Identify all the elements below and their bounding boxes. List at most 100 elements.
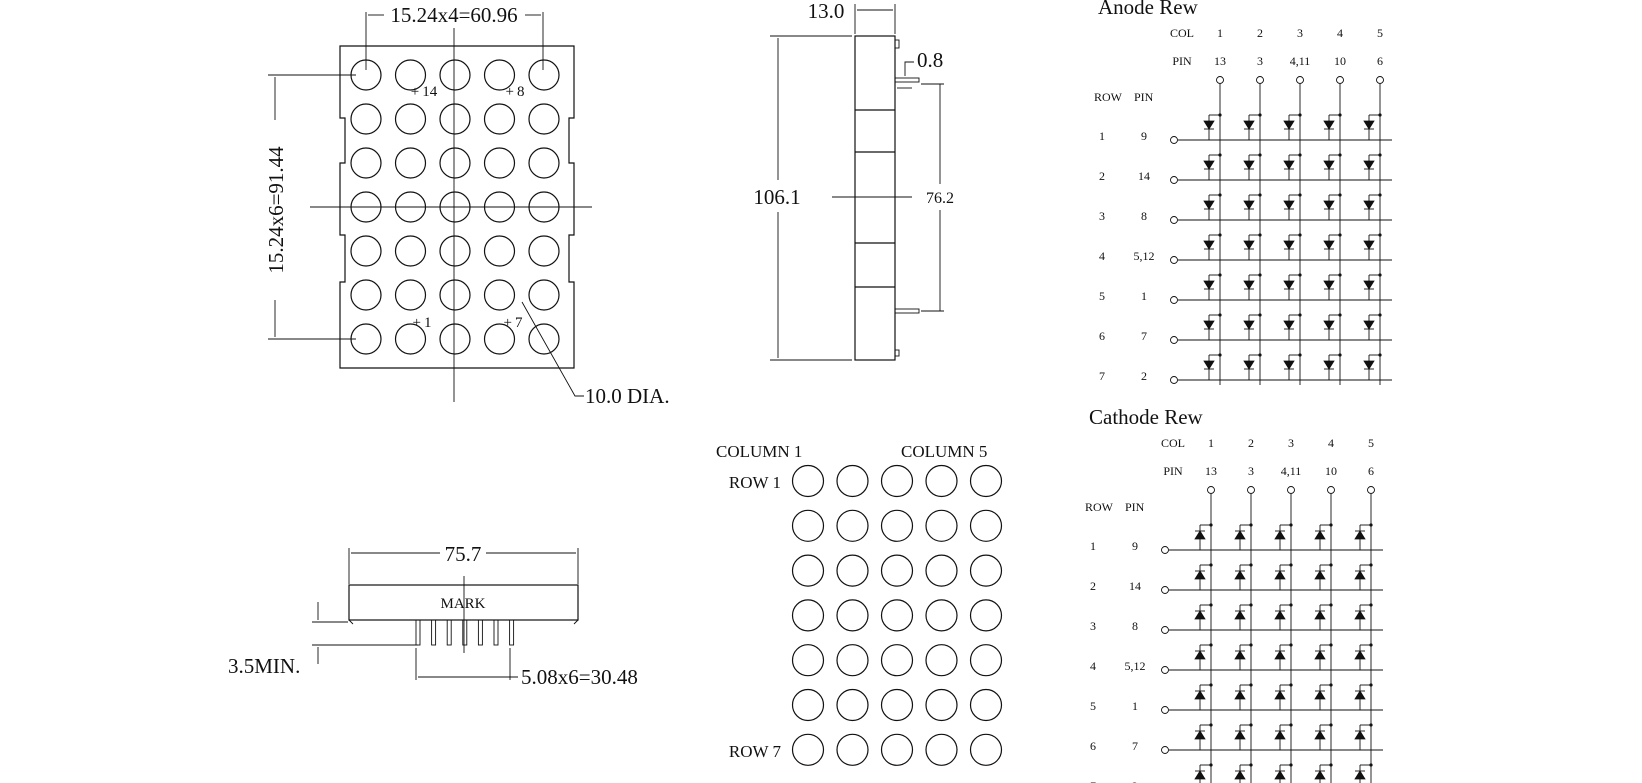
diode-symbol xyxy=(1363,280,1375,290)
junction-dot xyxy=(1289,723,1293,727)
layout-dot xyxy=(969,464,1003,498)
front-dot xyxy=(394,59,427,91)
diode-symbol xyxy=(1323,120,1335,130)
layout-dot xyxy=(969,599,1003,632)
dot-dia-label: 10.0 DIA. xyxy=(585,384,670,408)
diode-symbol xyxy=(1354,650,1366,660)
bottom-pin xyxy=(431,619,437,646)
col-terminal xyxy=(1367,486,1375,494)
diode-symbol xyxy=(1234,530,1246,540)
side-pin-span-dim: 76.2 xyxy=(926,190,954,207)
col-terminal xyxy=(1207,486,1215,494)
schematic-title: Anode Rew xyxy=(1098,0,1199,19)
layout-dot xyxy=(791,464,825,498)
row-number: 2 xyxy=(1099,169,1105,183)
front-dot xyxy=(528,279,560,311)
col-pin-number: 6 xyxy=(1377,54,1383,68)
junction-dot xyxy=(1329,763,1333,767)
layout-dot xyxy=(880,644,914,677)
junction-dot xyxy=(1369,603,1373,607)
row-pin-number: 14 xyxy=(1129,579,1141,593)
junction-dot xyxy=(1218,113,1222,117)
diode-symbol xyxy=(1363,360,1375,370)
front-dot xyxy=(350,279,382,311)
col-terminal xyxy=(1376,76,1384,84)
pin-label-8: +8 xyxy=(506,84,525,100)
row-terminal xyxy=(1170,216,1178,224)
junction-dot xyxy=(1209,643,1213,647)
diode-symbol xyxy=(1243,200,1255,210)
front-dot xyxy=(394,279,427,311)
diode-symbol xyxy=(1354,530,1366,540)
layout-dot xyxy=(969,554,1003,587)
diode-symbol xyxy=(1323,200,1335,210)
diode-symbol xyxy=(1243,360,1255,370)
diode-symbol xyxy=(1274,530,1286,540)
front-dot xyxy=(394,147,427,179)
junction-dot xyxy=(1298,153,1302,157)
col-number: 2 xyxy=(1257,26,1263,40)
junction-dot xyxy=(1338,273,1342,277)
diode-symbol xyxy=(1323,360,1335,370)
diode-symbol xyxy=(1363,200,1375,210)
layout-dot xyxy=(925,733,958,766)
layout-dot xyxy=(925,464,958,498)
row-terminal xyxy=(1161,626,1169,634)
diode-symbol xyxy=(1354,690,1366,700)
row-pin-number: 1 xyxy=(1141,289,1147,303)
junction-dot xyxy=(1378,153,1382,157)
junction-dot xyxy=(1258,193,1262,197)
front-dot xyxy=(439,235,471,267)
col-terminal xyxy=(1287,486,1295,494)
junction-dot xyxy=(1249,683,1253,687)
junction-dot xyxy=(1258,273,1262,277)
row-terminal xyxy=(1170,136,1178,144)
junction-dot xyxy=(1329,523,1333,527)
layout-dot xyxy=(791,599,825,632)
row-pin-number: 1 xyxy=(1132,699,1138,713)
junction-dot xyxy=(1378,193,1382,197)
diode-symbol xyxy=(1274,690,1286,700)
diode-symbol xyxy=(1234,690,1246,700)
row-first-label: ROW 1 xyxy=(729,473,781,492)
col-number: 3 xyxy=(1288,436,1294,450)
diode-symbol xyxy=(1243,120,1255,130)
junction-dot xyxy=(1329,603,1333,607)
junction-dot xyxy=(1209,563,1213,567)
row-pin-number: 5,12 xyxy=(1134,249,1155,263)
diode-symbol xyxy=(1234,650,1246,660)
row-pin-number: 9 xyxy=(1132,539,1138,553)
diode-symbol xyxy=(1283,320,1295,330)
diode-symbol xyxy=(1314,730,1326,740)
junction-dot xyxy=(1338,313,1342,317)
layout-dot xyxy=(791,688,825,722)
diode-symbol xyxy=(1283,280,1295,290)
pin-dim-leader xyxy=(904,61,914,76)
junction-dot xyxy=(1369,563,1373,567)
front-dot xyxy=(394,235,427,267)
layout-dot xyxy=(836,599,869,632)
diode-symbol xyxy=(1363,160,1375,170)
col-number: 1 xyxy=(1217,26,1223,40)
col-number: 5 xyxy=(1368,436,1374,450)
junction-dot xyxy=(1369,643,1373,647)
diode-symbol xyxy=(1194,650,1206,660)
row-terminal xyxy=(1170,336,1178,344)
layout-dot xyxy=(969,688,1003,722)
bottom-pin xyxy=(415,619,421,646)
row-number: 6 xyxy=(1099,329,1105,343)
bottom-foot-left xyxy=(348,619,354,625)
front-dot xyxy=(528,235,560,267)
junction-dot xyxy=(1289,523,1293,527)
junction-dot xyxy=(1298,113,1302,117)
side-view: 13.0 0.8 106.1 76.2 xyxy=(753,0,954,361)
diode-symbol xyxy=(1314,770,1326,780)
front-dot xyxy=(483,235,516,267)
front-dot xyxy=(483,323,516,355)
front-dot xyxy=(394,103,427,135)
diode-symbol xyxy=(1243,240,1255,250)
row-pin-number: 14 xyxy=(1138,169,1150,183)
diode-symbol xyxy=(1243,320,1255,330)
layout-dot xyxy=(791,733,825,766)
